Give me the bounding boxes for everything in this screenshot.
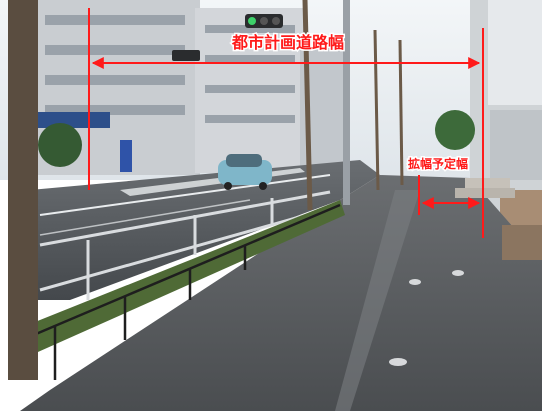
utility-pole [343,0,350,205]
road [30,160,380,300]
parked-car [218,154,272,190]
widening-label: 拡幅予定幅 [408,156,468,171]
annotation-widening-width: 拡幅予定幅 [406,155,481,215]
street-trees [8,0,475,380]
black-railing [9,203,341,380]
manhole-covers [389,270,464,366]
shrub-row [15,200,345,360]
guardrail [39,190,336,300]
planter-steps [455,178,542,260]
sidewalk [20,175,542,411]
annotation-road-width: 都市計画道路幅 [88,8,484,238]
road-width-label: 都市計画道路幅 [231,33,344,52]
